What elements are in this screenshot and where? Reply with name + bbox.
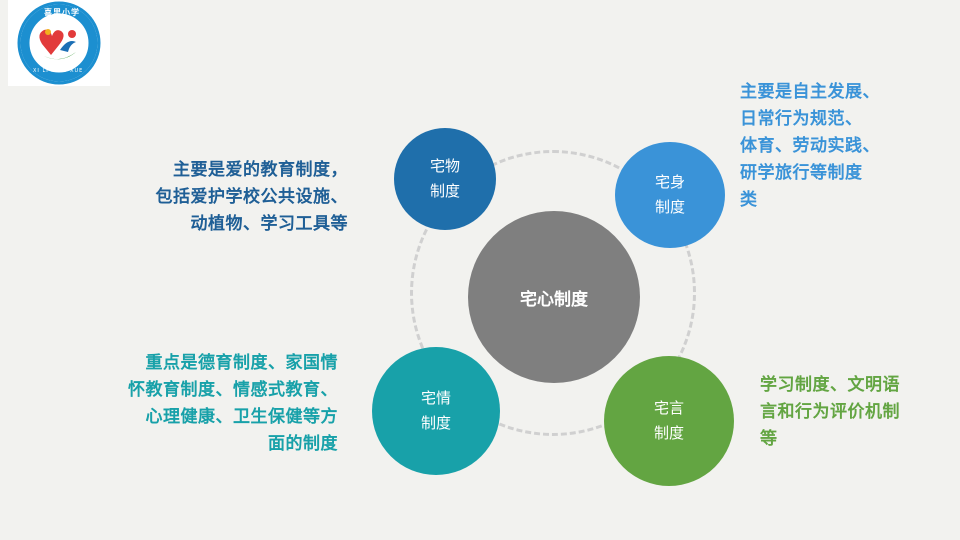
description-line: 学习制度、文明语 — [760, 375, 900, 395]
node-yan-line2: 制度 — [653, 424, 684, 442]
node-yan: 宅言 制度 — [604, 356, 734, 486]
logo-school-name: 喜里小学 — [44, 8, 80, 17]
description-line: 研学旅行等制度 — [740, 163, 863, 183]
description-line: 日常行为规范、 — [740, 109, 863, 129]
node-wuzhi-line1: 宅物 — [429, 157, 460, 175]
description-shen: 主要是自主发展、 日常行为规范、 体育、劳动实践、 研学旅行等制度 类 — [740, 79, 880, 214]
description-qing: 重点是德育制度、家国情 怀教育制度、情感式教育、 心理健康、卫生保健等方 面的制… — [128, 350, 338, 458]
description-line: 重点是德育制度、家国情 — [145, 353, 338, 373]
logo-emblem-icon — [17, 1, 101, 85]
center-node: 宅心制度 — [468, 211, 640, 383]
description-line: 等 — [760, 429, 778, 449]
description-line: 包括爱护学校公共设施、 — [155, 187, 348, 207]
description-line: 主要是爱的教育制度， — [173, 160, 348, 180]
connector-ring — [410, 150, 696, 436]
center-node-label: 宅心制度 — [520, 289, 588, 310]
node-yan-line1: 宅言 — [653, 399, 684, 417]
description-wuzhi: 主要是爱的教育制度， 包括爱护学校公共设施、 动植物、学习工具等 — [156, 157, 349, 238]
description-line: 动植物、学习工具等 — [190, 214, 348, 234]
node-qing-line1: 宅情 — [420, 389, 451, 407]
description-line: 心理健康、卫生保健等方 — [145, 407, 338, 427]
logo-pinyin: XI LI XIAO XUE — [33, 68, 84, 74]
node-qing-line2: 制度 — [420, 414, 451, 432]
node-wuzhi-line2: 制度 — [429, 182, 460, 200]
node-shen-line2: 制度 — [654, 198, 685, 216]
description-line: 面的制度 — [268, 434, 338, 454]
description-line: 怀教育制度、情感式教育、 — [128, 380, 338, 400]
node-shen: 宅身 制度 — [615, 142, 725, 248]
node-wuzhi: 宅物 制度 — [394, 128, 496, 230]
node-qing: 宅情 制度 — [372, 347, 500, 475]
description-line: 主要是自主发展、 — [740, 82, 880, 102]
school-logo: 喜里小学 XI LI XIAO XUE — [8, 0, 110, 86]
description-yan: 学习制度、文明语 言和行为评价机制 等 — [760, 372, 900, 453]
description-line: 体育、劳动实践、 — [740, 136, 880, 156]
description-line: 言和行为评价机制 — [760, 402, 900, 422]
node-shen-line1: 宅身 — [654, 173, 685, 191]
description-line: 类 — [740, 190, 758, 210]
